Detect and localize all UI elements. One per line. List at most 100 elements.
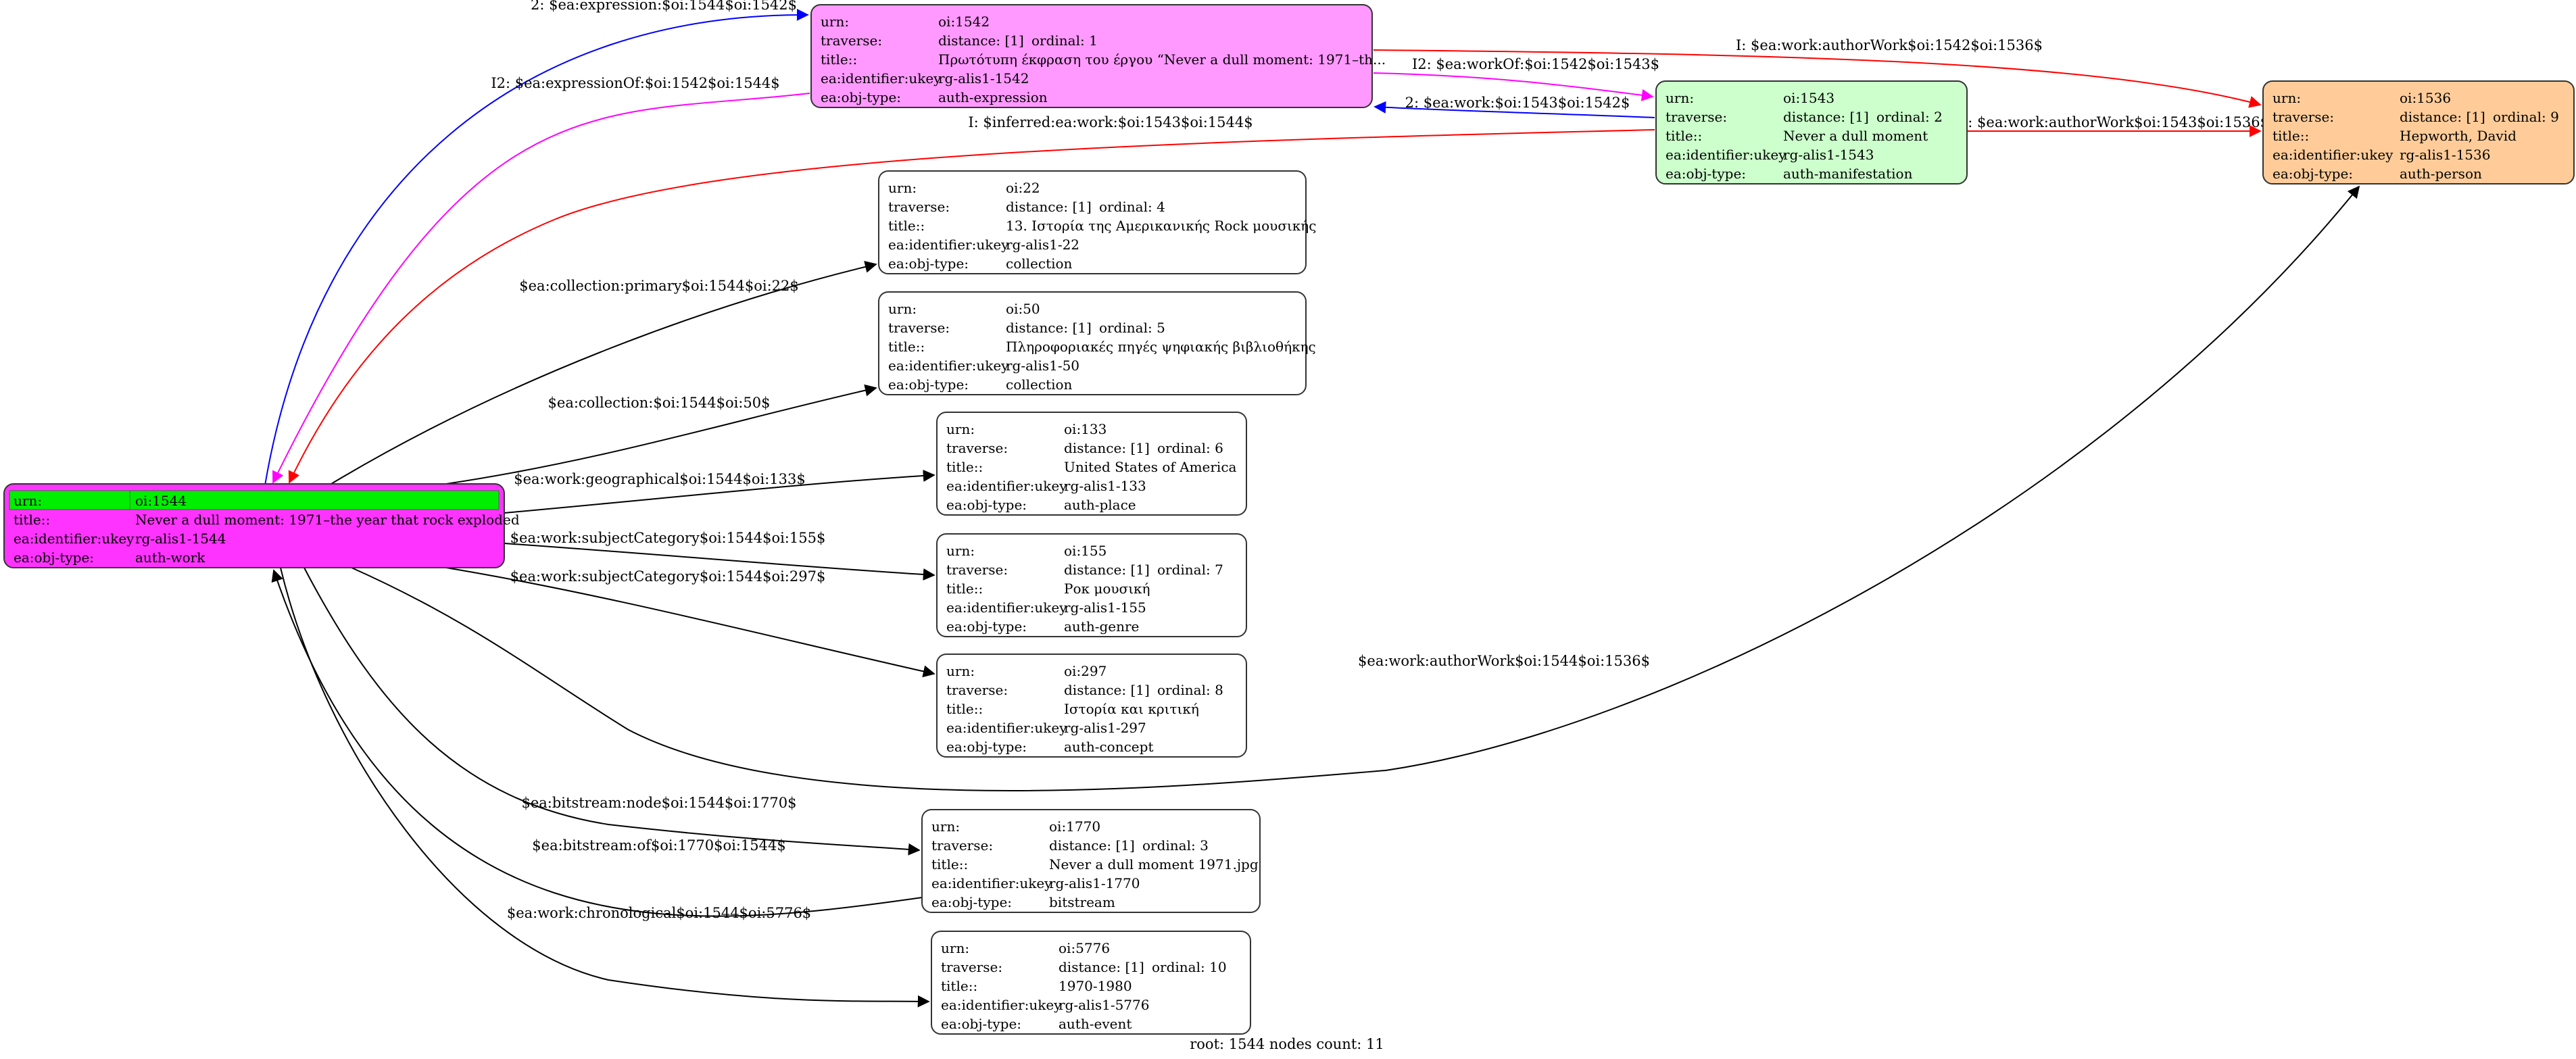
node-field-value: distance: [1] (1006, 320, 1092, 336)
node-field-value: Ροκ μουσική (1064, 581, 1150, 597)
node-field-value: oi:1536 (2400, 90, 2451, 106)
edge-line (272, 93, 810, 484)
node-box (1655, 80, 1968, 184)
node-field-extra: ordinal: 5 (1099, 320, 1165, 336)
node-field-value: rg-alis1-1542 (938, 70, 1029, 87)
node-field-key: ea:identifier:ukey (931, 875, 1052, 891)
edge-oi-1542-to-oi-1543: I2: $ea:workOf:$oi:1542$oi:1543$ (1373, 56, 1659, 101)
node-box (921, 809, 1261, 913)
edge-line (280, 567, 930, 1008)
edge-oi-1543-to-oi-1536: I: $ea:work:authorWork$oi:1543$oi:1536$ (1962, 114, 2269, 137)
edge-oi-1544-to-oi-1536: $ea:work:authorWork$oi:1544$oi:1536$ (351, 185, 2360, 791)
node-field-key: urn: (1666, 90, 1694, 106)
node-field-value: auth-expression (938, 89, 1048, 105)
node-field-value: collection (1006, 255, 1073, 272)
node-field-value: rg-alis1-5776 (1059, 997, 1149, 1013)
node-field-key: traverse: (821, 32, 882, 49)
node-oi-1542[interactable]: urn: oi:1542 traverse: distance: [1] ordinal… (810, 4, 1386, 108)
node-field-value: oi:297 (1064, 663, 1107, 679)
node-field-key: ea:identifier:ukey (888, 237, 1009, 253)
edge-oi-1543-to-oi-1542: 2: $ea:work:$oi:1543$oi:1542$ (1374, 95, 1655, 118)
node-field-value: distance: [1] (1064, 562, 1150, 578)
node-field-value: rg-alis1-1536 (2400, 147, 2490, 163)
edge-line (445, 567, 935, 678)
node-field-key: urn: (931, 818, 960, 835)
node-field-value: auth-event (1059, 1016, 1132, 1032)
edge-line (504, 469, 935, 514)
edge-oi-1544-to-oi-1542: 2: $ea:expression:$oi:1544$oi:1542$ (264, 0, 809, 486)
node-field-key: traverse: (888, 320, 950, 336)
node-field-value: rg-alis1-1770 (1049, 875, 1140, 891)
node-field-value: distance: [1] (938, 32, 1024, 49)
node-field-value: collection (1006, 376, 1073, 393)
node-field-extra: ordinal: 2 (1876, 109, 1943, 125)
node-field-key: urn: (888, 180, 917, 196)
node-field-key: ea:identifier:ukey (888, 358, 1009, 374)
node-field-extra: ordinal: 3 (1142, 837, 1209, 854)
node-field-key: ea:obj-type: (941, 1016, 1021, 1032)
node-field-value: distance: [1] (1049, 837, 1135, 854)
node-field-key: traverse: (888, 199, 950, 215)
node-field-key: ea:obj-type: (888, 376, 969, 393)
node-field-value: distance: [1] (1064, 682, 1150, 698)
node-field-value: auth-place (1064, 497, 1136, 513)
edge-label: $ea:collection:primary$oi:1544$oi:22$ (519, 278, 798, 294)
node-field-key: ea:identifier:ukey (946, 599, 1067, 616)
node-field-key: urn: (821, 14, 849, 30)
node-field-key: title:: (888, 339, 925, 355)
node-field-value: auth-work (135, 549, 205, 566)
node-field-key: ea:identifier:ukey (941, 997, 1062, 1013)
node-field-key: ea:identifier:ukey (1666, 147, 1787, 163)
node-field-extra: ordinal: 7 (1157, 562, 1223, 578)
node-field-key: ea:identifier:ukey (946, 478, 1067, 494)
node-field-key: ea:obj-type: (931, 894, 1012, 910)
edge-label: $ea:work:subjectCategory$oi:1544$oi:155$ (510, 530, 826, 546)
edge-label: I: $ea:work:authorWork$oi:1542$oi:1536$ (1736, 37, 2043, 53)
edge-label: 2: $ea:expression:$oi:1544$oi:1542$ (531, 0, 797, 13)
node-field-key: ea:obj-type: (2273, 166, 2353, 182)
node-field-extra: ordinal: 9 (2493, 109, 2559, 125)
node-field-key: urn: (14, 493, 42, 509)
node-field-value: Ιστορία και κριτική (1064, 701, 1199, 717)
node-field-key: traverse: (946, 562, 1008, 578)
node-field-value: oi:1770 (1049, 818, 1100, 835)
node-field-key: title:: (888, 218, 925, 234)
edge-oi-1544-to-oi-155: $ea:work:subjectCategory$oi:1544$oi:155$ (504, 530, 935, 581)
node-field-value: 13. Ιστορία της Αμερικανικής Rock μουσικ… (1006, 218, 1317, 234)
edge-line (288, 129, 1655, 484)
node-box (936, 533, 1247, 637)
node-field-key: ea:obj-type: (821, 89, 901, 105)
node-field-key: ea:obj-type: (946, 739, 1027, 755)
node-field-key: traverse: (941, 959, 1002, 975)
node-oi-1770[interactable]: urn: oi:1770 traverse: distance: [1] ordinal… (921, 809, 1261, 913)
node-field-value: bitstream (1049, 894, 1115, 910)
node-field-value: United States of America (1064, 459, 1237, 475)
node-field-value: oi:133 (1064, 421, 1107, 437)
node-field-value: rg-alis1-22 (1006, 237, 1079, 253)
edge-line (504, 543, 935, 581)
node-field-value: auth-genre (1064, 618, 1139, 635)
node-field-value: Never a dull moment 1971.jpg (1049, 856, 1259, 872)
node-field-key: traverse: (931, 837, 993, 854)
edge-oi-1544-to-oi-50: $ea:collection:$oi:1544$oi:50$ (445, 384, 877, 485)
node-field-value: oi:1542 (938, 14, 990, 30)
node-box (936, 654, 1247, 758)
node-box (936, 412, 1247, 516)
edge-oi-1544-to-oi-133: $ea:work:geographical$oi:1544$oi:133$ (504, 469, 935, 514)
node-field-key: traverse: (946, 682, 1008, 698)
edge-oi-1544-to-oi-5776: $ea:work:chronological$oi:1544$oi:5776$ (280, 567, 930, 1008)
edge-line (1374, 101, 1655, 118)
node-field-value: rg-alis1-50 (1006, 358, 1079, 374)
node-field-extra: ordinal: 1 (1031, 32, 1098, 49)
node-field-key: urn: (2273, 90, 2301, 106)
